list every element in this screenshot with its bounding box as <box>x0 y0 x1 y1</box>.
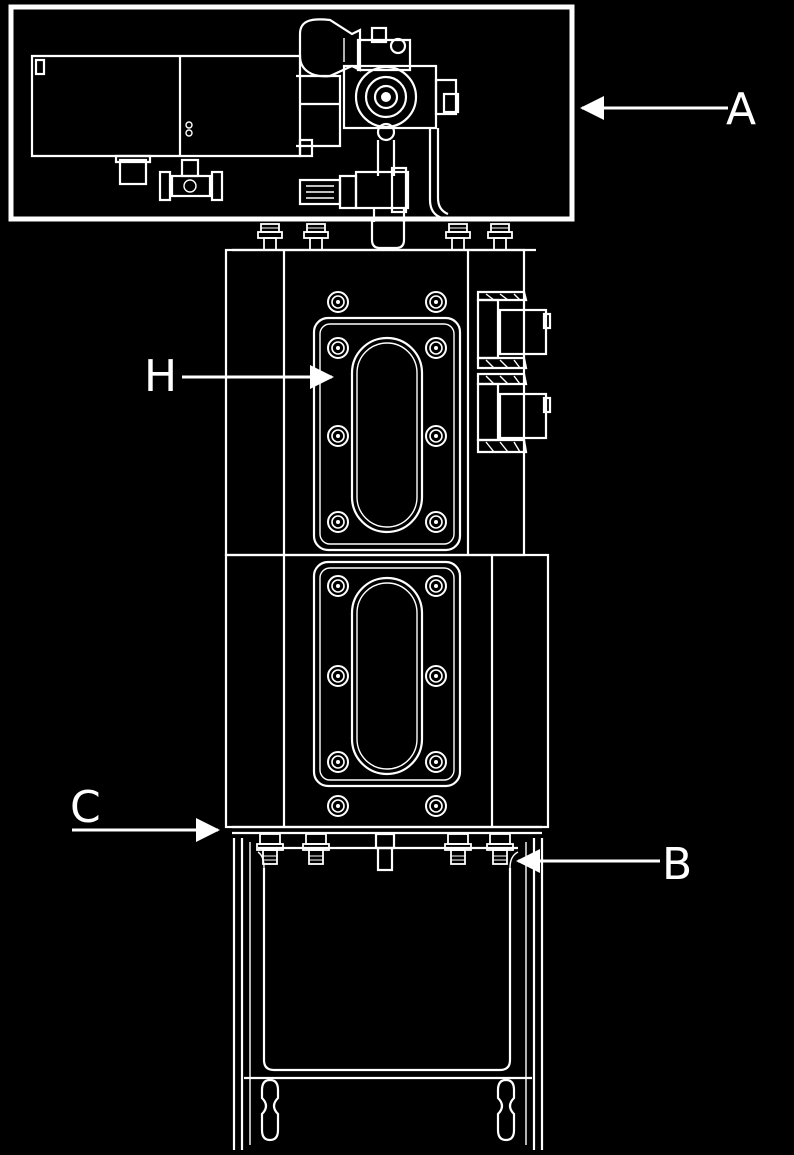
side-connector-lower <box>476 372 552 454</box>
lower-sight-window <box>312 560 462 817</box>
upper-body <box>224 248 552 557</box>
label-b: B <box>662 839 692 890</box>
callout-h: H <box>144 351 334 402</box>
upper-sight-window <box>312 291 462 552</box>
callout-c: C <box>70 782 220 842</box>
label-c: C <box>70 782 101 833</box>
callout-b: B <box>516 839 692 890</box>
side-connector-upper <box>476 290 552 370</box>
callout-a: A <box>580 84 756 135</box>
label-a: A <box>726 84 756 135</box>
top-fittings <box>232 220 536 252</box>
support-stand <box>232 838 544 1150</box>
actuator-assembly-box <box>8 4 575 222</box>
label-h: H <box>144 351 177 402</box>
